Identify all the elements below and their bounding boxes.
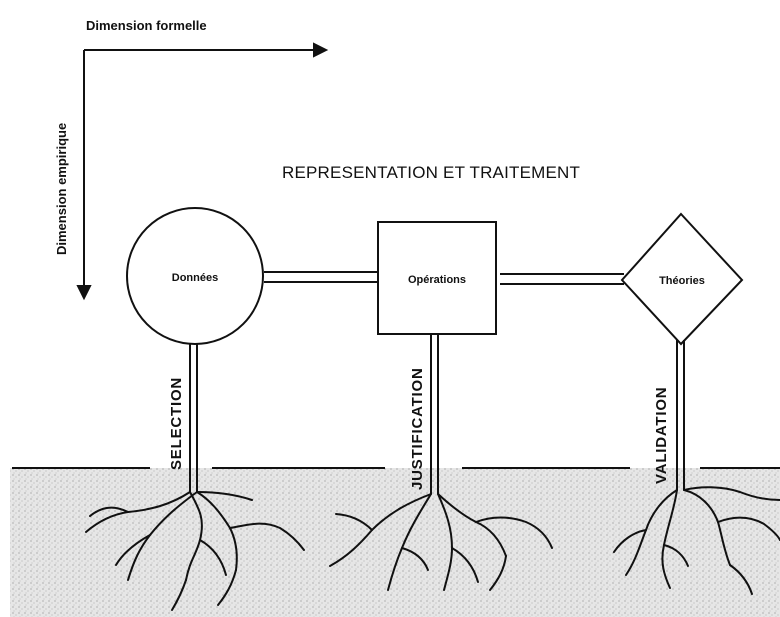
justification-label: JUSTIFICATION — [409, 367, 426, 490]
roots-operations — [329, 493, 553, 591]
stem-theories — [676, 340, 685, 490]
stem-operations — [430, 334, 439, 494]
horizontal-axis-label: Dimension formelle — [86, 18, 207, 33]
operations-label: Opérations — [408, 274, 466, 286]
selection-label: SELECTION — [168, 377, 185, 470]
diagram-title: REPRESENTATION ET TRAITEMENT — [282, 163, 580, 182]
vertical-axis-label: Dimension empirique — [54, 123, 69, 255]
vertical-axis-arrowhead — [76, 285, 92, 301]
stem-donnees — [189, 344, 198, 492]
donnees-node — [126, 207, 264, 345]
donnees-label: Données — [172, 272, 218, 284]
axes — [76, 42, 329, 301]
roots-theories — [613, 486, 780, 595]
theories-node — [620, 212, 744, 346]
validation-label: VALIDATION — [653, 387, 670, 484]
horizontal-axis-arrowhead — [313, 42, 329, 58]
connector-donnees-operations — [264, 271, 378, 283]
operations-node — [377, 221, 497, 335]
theories-label: Théories — [659, 275, 705, 287]
roots-donnees — [85, 491, 305, 611]
connector-operations-theories — [500, 273, 624, 285]
